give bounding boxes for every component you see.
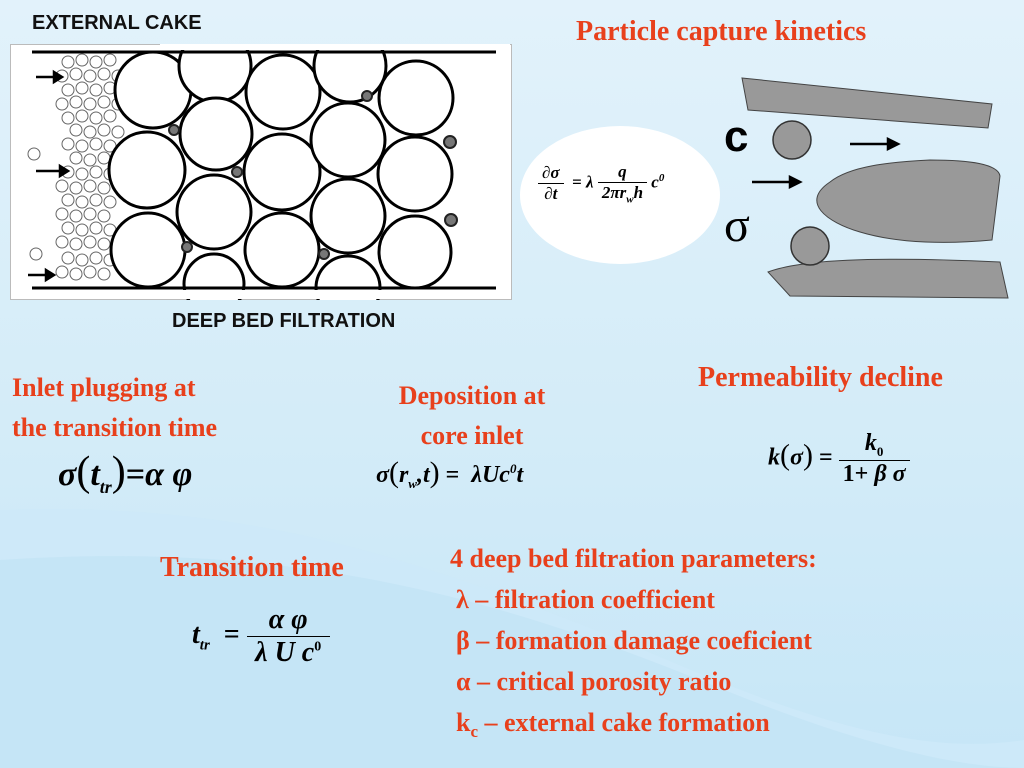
kc-subscript: c xyxy=(470,722,479,742)
inlet-plugging-title: Inlet plugging at the transition time xyxy=(12,368,217,448)
parameter-kc: kc – external cake formation xyxy=(450,702,817,752)
sigma-deposition-label: σ xyxy=(724,199,750,252)
filtration-diagram xyxy=(10,44,512,300)
inlet-plugging-line1: Inlet plugging at xyxy=(12,373,196,402)
permeability-title: Permeability decline xyxy=(698,362,943,393)
parameters-list: 4 deep bed filtration parameters: λ – fi… xyxy=(450,538,817,752)
deep-bed-filtration-label: DEEP BED FILTRATION xyxy=(172,310,396,332)
parameter-lambda: λ – filtration coefficient xyxy=(456,585,715,614)
particle-capture-schematic xyxy=(741,77,1009,299)
external-cake-label: EXTERNAL CAKE xyxy=(32,12,202,34)
capture-kinetics-title: Particle capture kinetics xyxy=(576,16,867,47)
cake-particles xyxy=(27,53,125,281)
inlet-plugging-line2: the transition time xyxy=(12,413,218,442)
deposition-equation: σ(rw,t) = λUc0t xyxy=(376,456,524,491)
kinetics-equation-bubble xyxy=(520,126,720,264)
transition-time-title: Transition time xyxy=(160,552,344,583)
deposition-line1: Deposition at xyxy=(398,381,546,410)
captured-fines xyxy=(168,90,458,260)
porous-grains xyxy=(107,44,455,300)
c-concentration-label: c xyxy=(724,112,749,161)
kc-symbol: k xyxy=(456,708,471,737)
parameter-beta: β – formation damage coeficient xyxy=(456,626,812,655)
deposition-title: Deposition at core inlet xyxy=(376,376,568,456)
parameter-alpha: α – critical porosity ratio xyxy=(456,667,732,696)
kc-description: – external cake formation xyxy=(478,708,770,737)
parameters-heading: 4 deep bed filtration parameters: xyxy=(450,544,817,573)
deposition-line2: core inlet xyxy=(420,421,524,450)
inlet-plugging-equation: σ(ttr)=α φ xyxy=(58,449,193,497)
flow-arrows xyxy=(28,69,71,283)
